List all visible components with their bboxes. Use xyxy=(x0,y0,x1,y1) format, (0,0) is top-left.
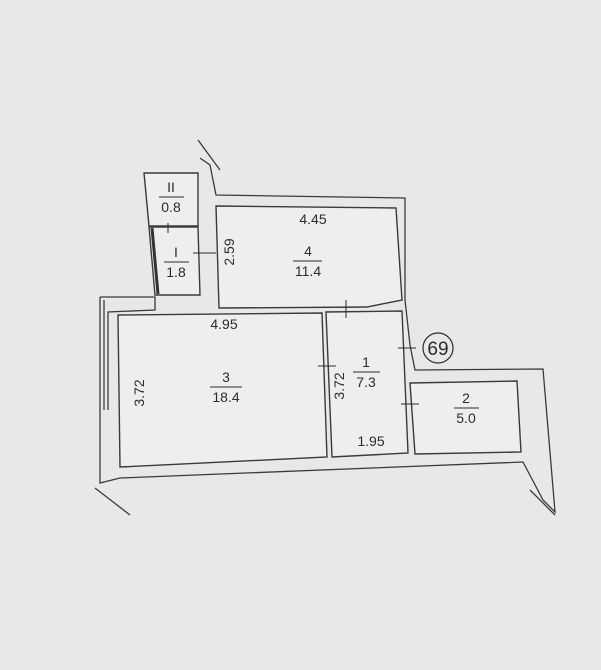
room-I-label: I 1.8 xyxy=(164,244,189,280)
room-number: 1 xyxy=(362,354,370,370)
dimension-room1-width: 1.95 xyxy=(357,433,384,449)
room-2 xyxy=(409,380,522,455)
room-3-label: 3 18.4 xyxy=(210,369,242,405)
dimension-room4-width: 4.45 xyxy=(299,211,326,227)
room-number: 4 xyxy=(304,243,312,259)
room-I xyxy=(148,226,201,296)
room-1 xyxy=(325,310,409,458)
room-4-label: 4 11.4 xyxy=(293,243,322,279)
room-4 xyxy=(215,205,403,309)
room-II xyxy=(143,172,199,227)
room-area: 7.3 xyxy=(356,374,376,390)
dimension-room3-height: 3.72 xyxy=(131,379,147,406)
apartment-number: 69 xyxy=(427,339,448,360)
outer-wall xyxy=(99,157,556,514)
room-number: 2 xyxy=(462,390,470,406)
room-area: 18.4 xyxy=(212,389,239,405)
room-area: 1.8 xyxy=(166,264,186,280)
room-area: 0.8 xyxy=(161,199,181,215)
apartment-number-badge: 69 xyxy=(422,332,454,364)
break-mark-left xyxy=(94,487,131,516)
room-2-label: 2 5.0 xyxy=(454,390,479,426)
room-3 xyxy=(117,312,328,468)
room-area: 5.0 xyxy=(456,410,476,426)
room-area: 11.4 xyxy=(295,263,321,279)
room-number: II xyxy=(167,179,175,195)
door-marks xyxy=(167,223,419,405)
room-number: 3 xyxy=(222,369,230,385)
dimension-room4-height: 2.59 xyxy=(221,238,237,265)
dimension-room3-width: 4.95 xyxy=(210,316,237,332)
room-I-wall-hatch xyxy=(150,227,160,295)
room-1-label: 1 7.3 xyxy=(353,354,380,390)
room-II-label: II 0.8 xyxy=(159,179,184,215)
break-mark-top xyxy=(197,139,221,171)
room-number: I xyxy=(174,244,178,260)
outer-wall-left xyxy=(100,296,156,410)
dimension-room1-height: 3.72 xyxy=(331,372,347,399)
break-mark-right xyxy=(529,489,556,516)
